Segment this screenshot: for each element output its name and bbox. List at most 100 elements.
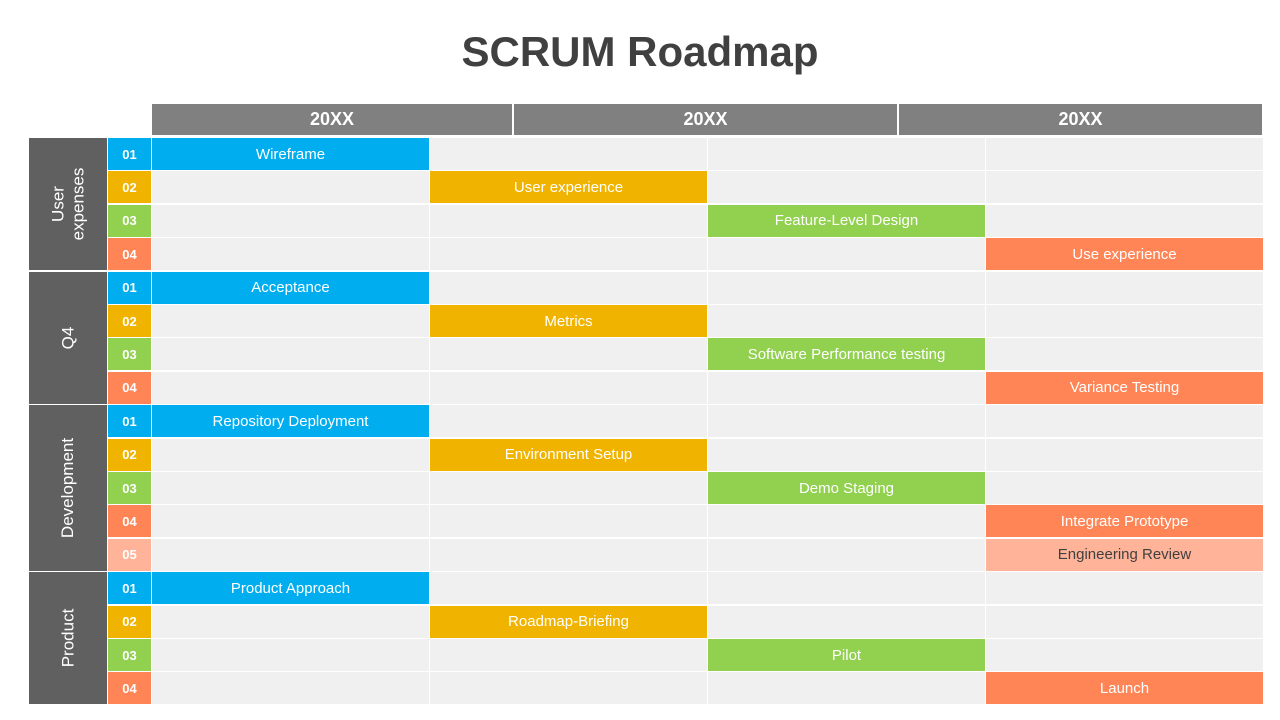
task-bar: Acceptance xyxy=(152,271,429,304)
empty-cell xyxy=(986,271,1263,304)
roadmap-row: 03 Feature-Level Design xyxy=(108,204,1263,237)
group-label-text: User expenses xyxy=(48,167,87,241)
task-bar: Roadmap-Briefing xyxy=(430,605,707,638)
empty-cell xyxy=(152,338,429,371)
empty-cell xyxy=(708,672,985,705)
row-number-badge: 01 xyxy=(108,405,151,438)
empty-cell xyxy=(708,271,985,304)
empty-cell xyxy=(708,171,985,204)
row-number-badge: 03 xyxy=(108,204,151,237)
empty-cell xyxy=(986,171,1263,204)
empty-cell xyxy=(430,472,707,504)
empty-cell xyxy=(986,338,1263,371)
task-bar: Demo Staging xyxy=(708,472,985,504)
roadmap-row: 02 User experience xyxy=(108,171,1263,204)
row-number-badge: 04 xyxy=(108,672,151,705)
empty-cell xyxy=(152,204,429,237)
empty-cell xyxy=(152,672,429,705)
empty-cell xyxy=(430,271,707,304)
empty-cell xyxy=(152,438,429,471)
task-bar: Use experience xyxy=(986,238,1263,271)
task-bar: Variance Testing xyxy=(986,371,1263,404)
empty-cell xyxy=(152,605,429,638)
empty-cell xyxy=(708,605,985,638)
group-label: Development xyxy=(29,405,107,571)
year-header: 20XX xyxy=(899,104,1262,135)
empty-cell xyxy=(708,572,985,605)
group-label: User expenses xyxy=(29,138,107,271)
roadmap-row: 04 Launch xyxy=(108,672,1263,705)
empty-cell xyxy=(986,438,1263,471)
task-bar: Integrate Prototype xyxy=(986,505,1263,538)
empty-cell xyxy=(708,371,985,404)
empty-cell xyxy=(708,405,985,438)
row-number-badge: 02 xyxy=(108,305,151,337)
roadmap-row: 02 Metrics xyxy=(108,305,1263,337)
row-number-badge: 02 xyxy=(108,171,151,204)
row-number-badge: 01 xyxy=(108,138,151,170)
task-bar: Feature-Level Design xyxy=(708,204,985,237)
empty-cell xyxy=(708,305,985,337)
empty-cell xyxy=(708,538,985,571)
empty-cell xyxy=(152,505,429,538)
row-number-badge: 04 xyxy=(108,505,151,538)
empty-cell xyxy=(430,338,707,371)
task-bar: Repository Deployment xyxy=(152,405,429,438)
row-number-badge: 02 xyxy=(108,438,151,471)
empty-cell xyxy=(986,472,1263,504)
empty-cell xyxy=(152,639,429,671)
task-bar: User experience xyxy=(430,171,707,204)
year-header: 20XX xyxy=(514,104,897,135)
roadmap-row: 04 Use experience xyxy=(108,238,1263,271)
roadmap-row: 04 Integrate Prototype xyxy=(108,505,1263,538)
empty-cell xyxy=(430,505,707,538)
empty-cell xyxy=(152,371,429,404)
roadmap-row: 05 Engineering Review xyxy=(108,538,1263,571)
roadmap-row: 03 Pilot xyxy=(108,639,1263,671)
empty-cell xyxy=(430,405,707,438)
empty-cell xyxy=(430,639,707,671)
row-number-badge: 05 xyxy=(108,538,151,571)
row-number-badge: 03 xyxy=(108,338,151,371)
group-label: Product xyxy=(29,572,107,705)
task-bar: Software Performance testing xyxy=(708,338,985,371)
empty-cell xyxy=(986,572,1263,605)
group-label: Q4 xyxy=(29,271,107,404)
empty-cell xyxy=(986,405,1263,438)
page-title: SCRUM Roadmap xyxy=(461,28,819,75)
task-bar: Launch xyxy=(986,672,1263,705)
row-number-badge: 03 xyxy=(108,639,151,671)
empty-cell xyxy=(986,639,1263,671)
task-bar: Metrics xyxy=(430,305,707,337)
empty-cell xyxy=(430,204,707,237)
group-label-text: Q4 xyxy=(58,326,77,350)
row-number-badge: 01 xyxy=(108,572,151,605)
task-bar: Pilot xyxy=(708,639,985,671)
empty-cell xyxy=(708,138,985,170)
empty-cell xyxy=(986,605,1263,638)
empty-cell xyxy=(152,171,429,204)
group-label-text: Product xyxy=(58,608,77,668)
group-label-text: Development xyxy=(58,437,78,539)
row-number-badge: 04 xyxy=(108,238,151,271)
task-bar: Product Approach xyxy=(152,572,429,605)
empty-cell xyxy=(430,238,707,271)
task-bar: Engineering Review xyxy=(986,538,1263,571)
empty-cell xyxy=(430,138,707,170)
year-header: 20XX xyxy=(152,104,512,135)
task-bar: Wireframe xyxy=(152,138,429,170)
roadmap-row: 02 Environment Setup xyxy=(108,438,1263,471)
empty-cell xyxy=(708,505,985,538)
empty-cell xyxy=(152,472,429,504)
empty-cell xyxy=(430,371,707,404)
empty-cell xyxy=(986,138,1263,170)
task-bar: Environment Setup xyxy=(430,438,707,471)
empty-cell xyxy=(152,305,429,337)
